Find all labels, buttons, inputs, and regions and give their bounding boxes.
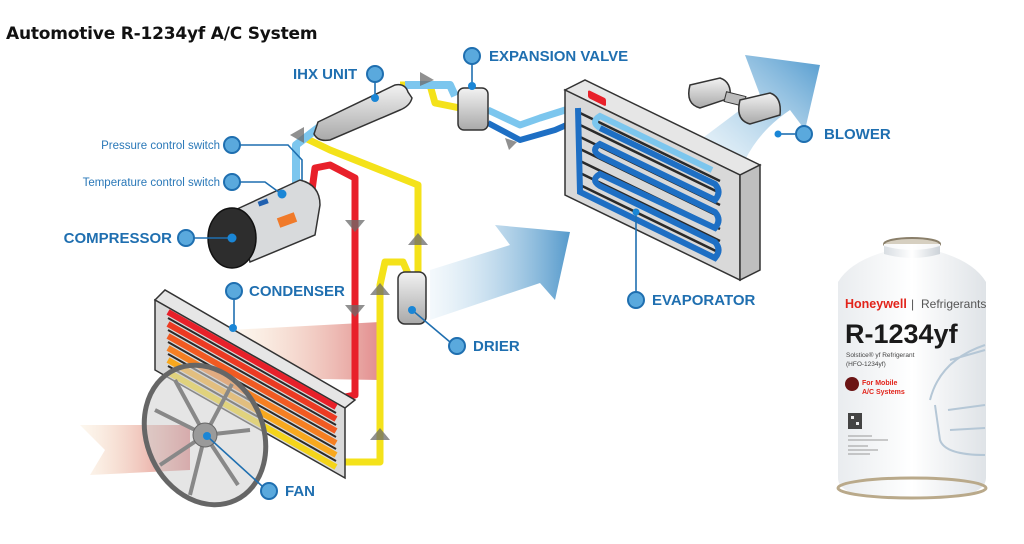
can-separator: | xyxy=(911,297,914,311)
label-compressor: COMPRESSOR xyxy=(64,230,173,247)
drier-callout-dot xyxy=(448,337,466,355)
callouts xyxy=(177,47,813,500)
can-subtitle-2: (HFO-1234yf) xyxy=(846,361,886,368)
ihx-unit xyxy=(313,83,413,142)
drier xyxy=(397,271,427,325)
refrigerant-can xyxy=(836,237,988,500)
evap-inlet-line xyxy=(486,102,580,129)
pressure-switch-callout-dot xyxy=(223,136,241,154)
label-pressure-control-switch: Pressure control switch xyxy=(101,140,220,152)
blower-callout-dot xyxy=(795,125,813,143)
compressor xyxy=(207,179,321,269)
label-expansion-valve: EXPANSION VALVE xyxy=(489,48,628,65)
compressor-callout-dot xyxy=(177,229,195,247)
label-drier: DRIER xyxy=(473,338,520,355)
evaporator-airflow-arrow xyxy=(430,225,570,320)
condenser-callout-dot xyxy=(225,282,243,300)
can-badge-line-1: For Mobile xyxy=(862,380,897,387)
evaporator-callout-dot xyxy=(627,291,645,309)
evaporator xyxy=(563,79,762,282)
label-fan: FAN xyxy=(285,483,315,500)
can-badge-line-2: A/C Systems xyxy=(862,389,905,396)
fan-callout-dot xyxy=(260,482,278,500)
label-evaporator: EVAPORATOR xyxy=(652,292,756,309)
liquid-line xyxy=(345,258,414,466)
condenser xyxy=(153,289,357,480)
expansion-valve-callout-dot xyxy=(463,47,481,65)
can-brand: Honeywell xyxy=(845,297,907,311)
can-subtitle-1: Solstice® yf Refrigerant xyxy=(846,351,915,359)
label-temperature-control-switch: Temperature control switch xyxy=(83,177,220,189)
can-product-name: R-1234yf xyxy=(845,319,959,349)
temperature-switch-callout-dot xyxy=(223,173,241,191)
flow-direction-arrows xyxy=(290,72,517,440)
hot-gas-line xyxy=(308,161,359,402)
diagram-title: Automotive R-1234yf A/C System xyxy=(6,24,318,44)
label-condenser: CONDENSER xyxy=(249,283,345,300)
can-category: Refrigerants xyxy=(921,297,986,311)
blower xyxy=(688,77,782,125)
label-ihx-unit: IHX UNIT xyxy=(293,66,357,83)
ihx-callout-dot xyxy=(366,65,384,83)
liquid-line-to-ihx xyxy=(303,134,422,275)
label-blower: BLOWER xyxy=(824,126,891,143)
expansion-valve xyxy=(457,87,489,131)
